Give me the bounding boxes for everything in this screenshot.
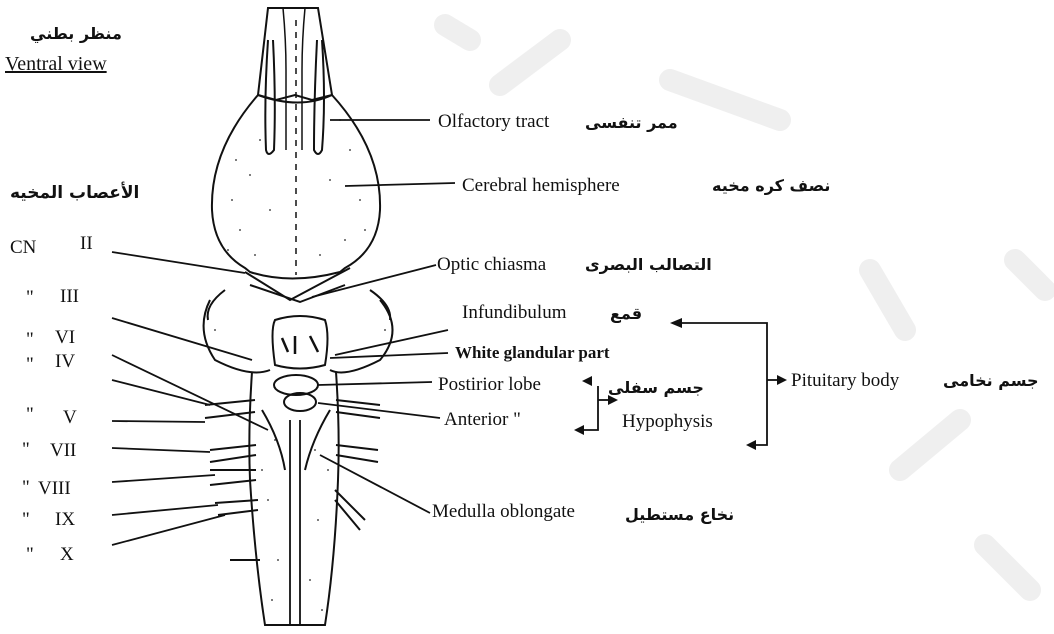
cranial-nerve-numeral: VII xyxy=(50,441,76,460)
cranial-nerve-prefix: " xyxy=(26,545,34,564)
pituitary-body-label: Pituitary body xyxy=(791,371,899,390)
cranial-nerve-numeral: II xyxy=(80,234,93,253)
cranial-nerve-prefix: " xyxy=(26,355,34,374)
pituitary-body-label-arabic: جسم نخامى xyxy=(943,373,1039,389)
olfactory-tract-label-arabic: ممر تنفسى xyxy=(585,115,678,131)
brain-outline xyxy=(204,8,393,625)
cranial-nerve-numeral: III xyxy=(60,287,79,306)
postirior-lobe-label: Postirior lobe xyxy=(438,375,541,394)
hypophysis-label: Hypophysis xyxy=(622,412,713,431)
anterior-lobe-label: Anterior " xyxy=(444,410,521,429)
cranial-nerve-numeral: IX xyxy=(55,510,75,529)
cranial-nerve-prefix: " xyxy=(22,440,30,459)
leader-lines xyxy=(112,120,780,545)
olfactory-tract-label: Olfactory tract xyxy=(438,112,549,131)
cranial-nerve-prefix: " xyxy=(26,405,34,424)
cranial-nerve-prefix: " xyxy=(22,510,30,529)
view-title: Ventral view xyxy=(5,54,107,74)
cranial-nerve-numeral: X xyxy=(60,545,74,564)
cranial-nerve-prefix: CN xyxy=(10,238,36,257)
optic-chiasma-label-arabic: التصالب البصرى xyxy=(585,257,712,273)
white-glandular-part-label: White glandular part xyxy=(455,344,610,361)
cerebral-hemisphere-label: Cerebral hemisphere xyxy=(462,176,620,195)
medulla-oblongate-label: Medulla oblongate xyxy=(432,502,575,521)
cranial-nerve-numeral: IV xyxy=(55,352,75,371)
cranial-nerves-heading: الأعصاب المخيه xyxy=(10,185,139,202)
cerebral-hemisphere-label-arabic: نصف كره مخيه xyxy=(712,178,830,194)
cranial-nerve-prefix: " xyxy=(26,288,34,307)
cranial-nerve-numeral: V xyxy=(63,408,77,427)
medulla-oblongate-label-arabic: نخاع مستطيل xyxy=(625,507,734,523)
view-title-arabic: منظر بطني xyxy=(30,26,122,42)
infundibulum-label: Infundibulum xyxy=(462,303,567,322)
cranial-nerve-numeral: VI xyxy=(55,328,75,347)
cranial-nerve-prefix: " xyxy=(22,478,30,497)
cranial-nerve-numeral: VIII xyxy=(38,479,71,498)
cranial-nerve-prefix: " xyxy=(26,330,34,349)
infundibulum-label-arabic: قمع xyxy=(610,306,642,322)
optic-chiasma-label: Optic chiasma xyxy=(437,255,546,274)
hypophysis-label-arabic: جسم سفلى xyxy=(608,380,704,396)
